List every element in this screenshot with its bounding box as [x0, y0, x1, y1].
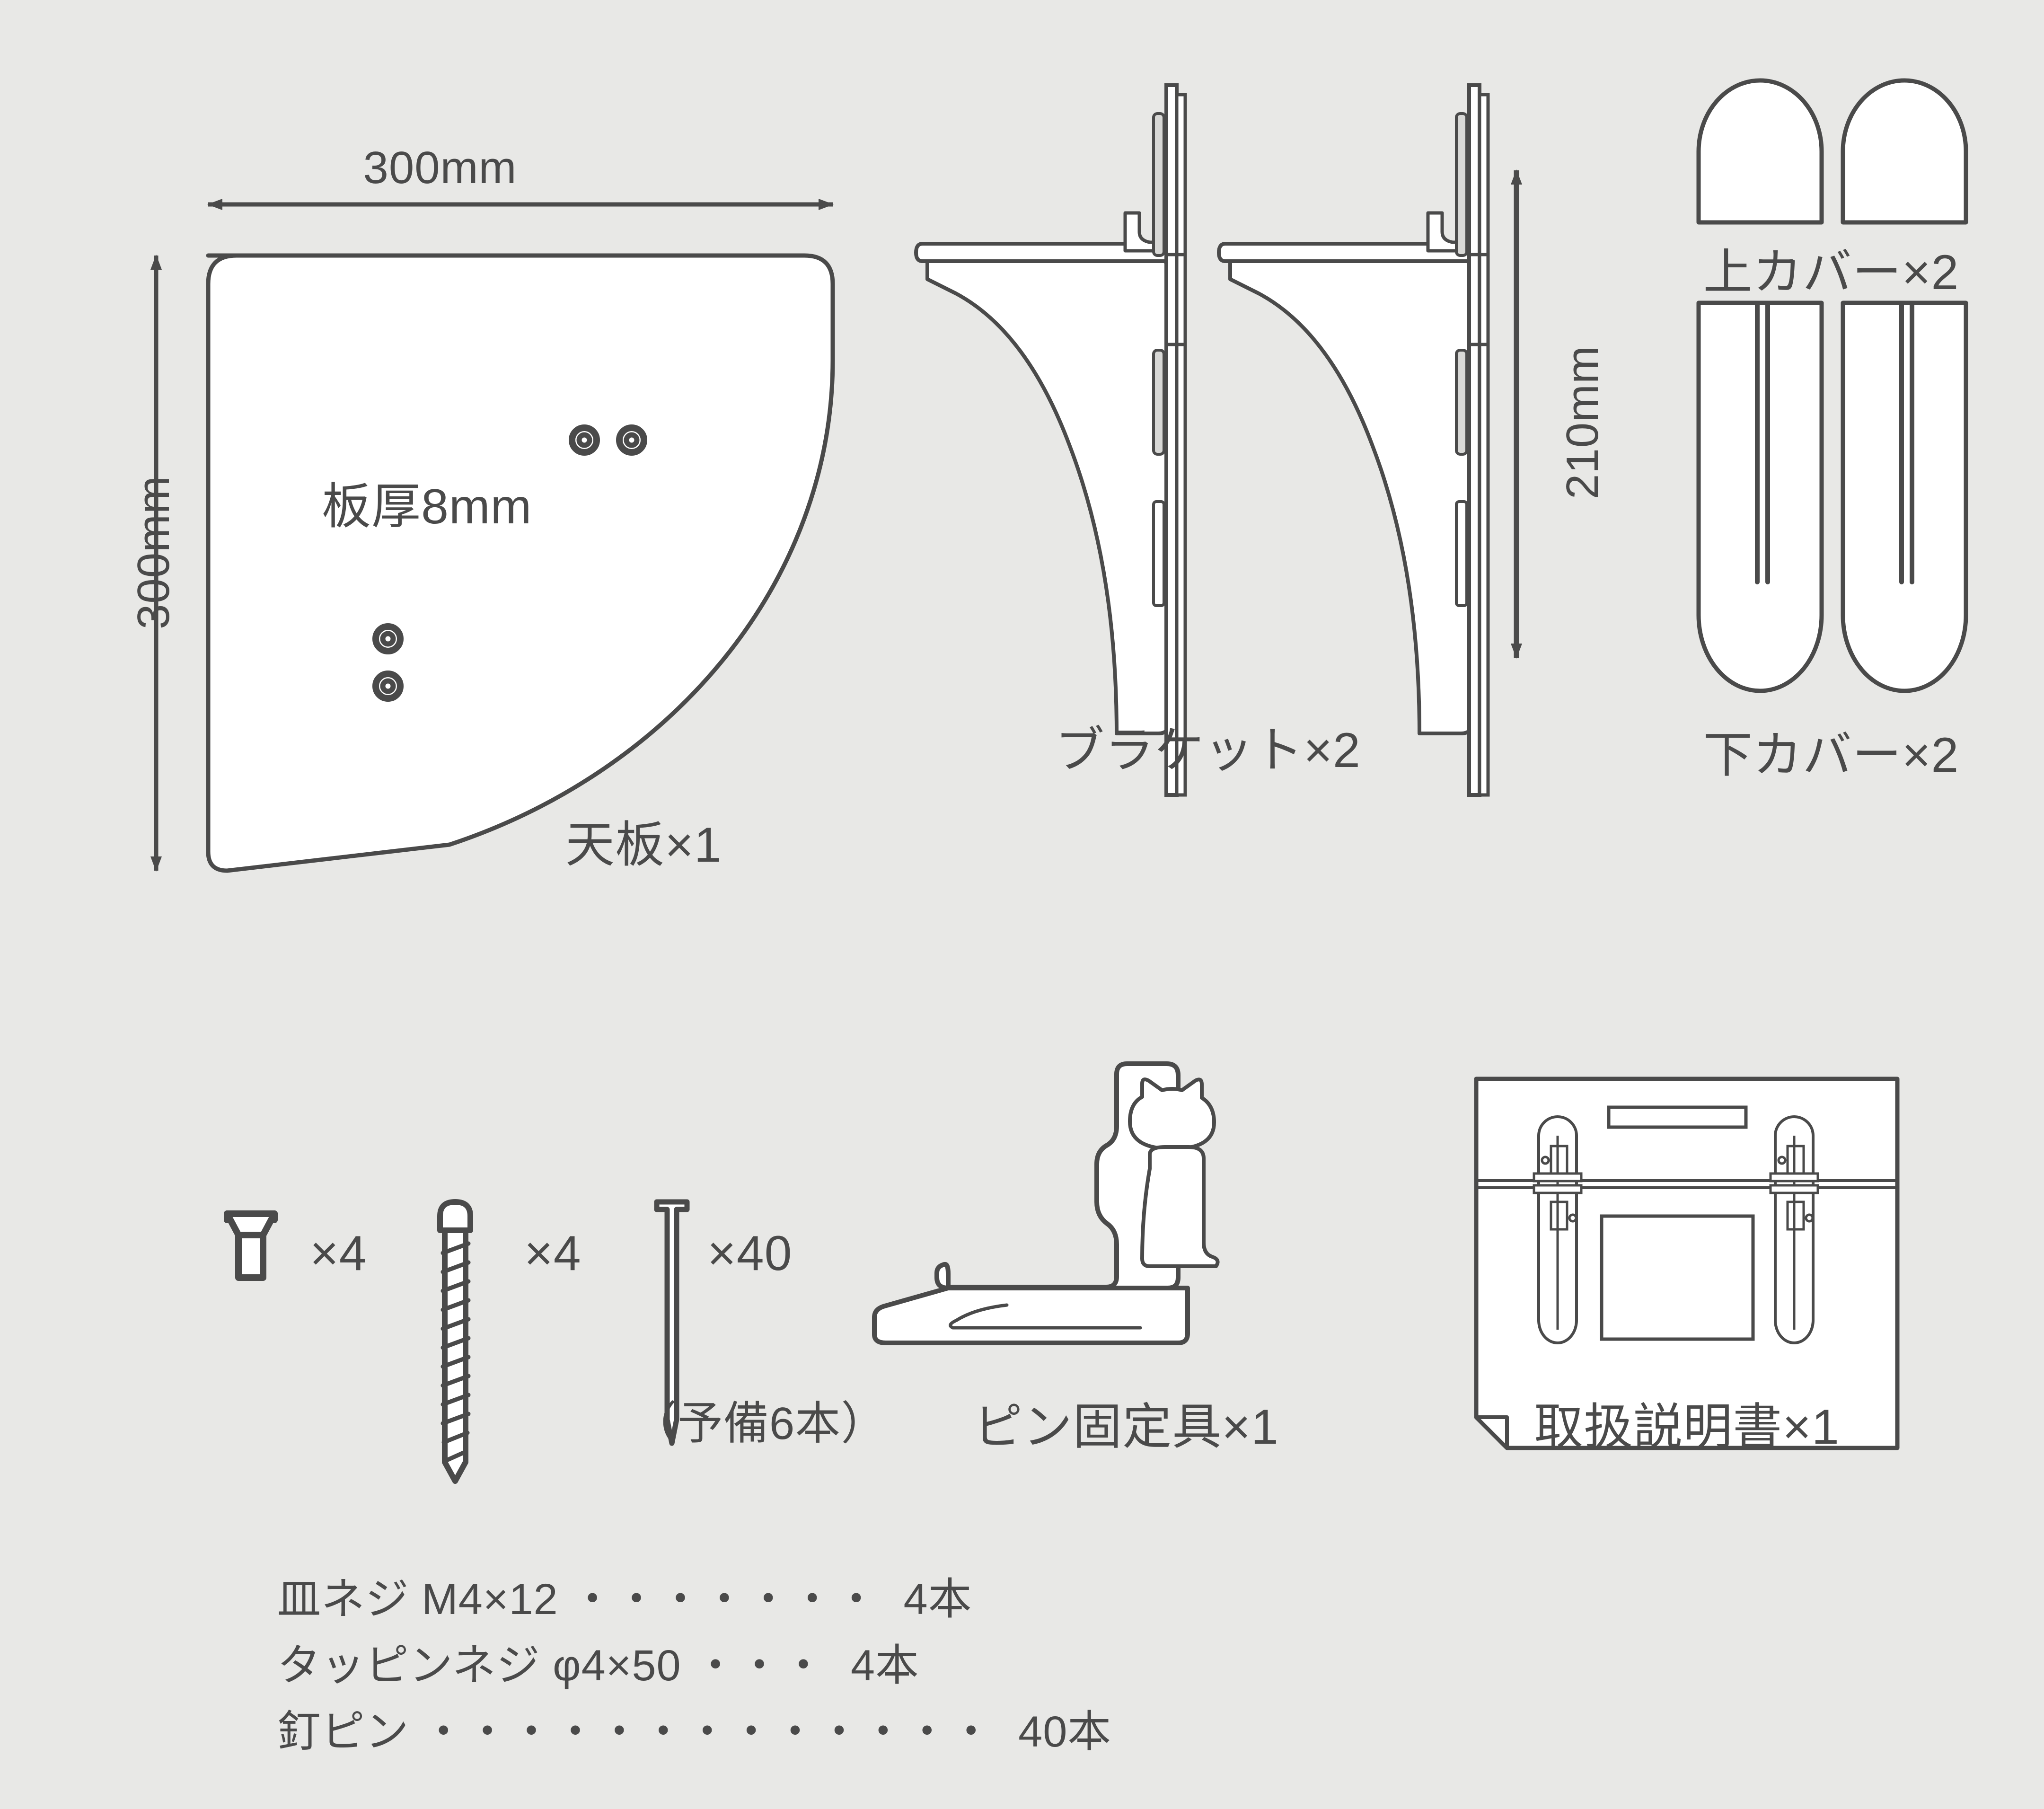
pin-tool-part-label: ピン固定具×1	[973, 1400, 1279, 1455]
parts-list-name: 皿ネジ M4×12	[277, 1575, 558, 1624]
shelf-board-group	[150, 199, 835, 873]
countersunk-screw-count-label: ×4	[310, 1226, 367, 1281]
bracket-right	[1217, 83, 1490, 797]
bracket-part-label: ブラケット×2	[1055, 723, 1361, 778]
cat-pin-tool-icon	[872, 1061, 1220, 1345]
shelf-thickness-label: 板厚8mm	[322, 479, 532, 534]
parts-list-qty: 40本	[1018, 1708, 1112, 1756]
upper-cover-left	[1696, 78, 1824, 225]
parts-list-leader: ・・・・・・・	[571, 1575, 879, 1624]
tapping-screw-count-label: ×4	[524, 1226, 581, 1281]
manual-part-label: 取扱説明書×1	[1534, 1400, 1840, 1455]
upper-cover-right	[1841, 78, 1968, 225]
upper-cover-part-label: 上カバー×2	[1703, 245, 1959, 300]
shelf-width-dimension-label: 300mm	[363, 142, 517, 193]
lower-cover-left	[1696, 300, 1824, 693]
instruction-manual-icon	[1474, 1077, 1900, 1450]
shelf-screw-hole	[372, 671, 404, 702]
shelf-screw-hole	[569, 424, 600, 456]
shelf-board-outline	[206, 253, 835, 873]
bracket-height-dimension-label: 210mm	[1557, 345, 1608, 499]
nail-pin-icon	[654, 1199, 690, 1446]
parts-list-name: タッピンネジ φ4×50	[277, 1641, 681, 1690]
nail-pin-spare-note: （予備6本）	[632, 1398, 887, 1449]
countersunk-screw-icon	[224, 1210, 278, 1281]
parts-list-leader: ・・・	[694, 1641, 826, 1690]
lower-cover-right	[1841, 300, 1968, 693]
parts-list-qty: 4本	[903, 1575, 972, 1624]
shelf-height-dimension-label: 300mm	[128, 476, 179, 629]
parts-list-row: 釘ピン ・・・・・・・・・・・・・ 40本	[227, 1647, 1111, 1809]
parts-list-row: タッピンネジ φ4×50 ・・・ 4本	[227, 1580, 919, 1743]
nail-pin-count-label: ×40	[707, 1226, 793, 1281]
tapping-screw-icon	[437, 1199, 473, 1484]
parts-list-qty: 4本	[850, 1641, 919, 1690]
parts-list-name: 釘ピン	[277, 1708, 409, 1756]
bracket-left	[914, 83, 1187, 797]
parts-list-row: 皿ネジ M4×12 ・・・・・・・ 4本	[227, 1514, 972, 1677]
shelf-screw-hole	[616, 424, 647, 456]
shelf-part-label: 天板×1	[565, 818, 722, 873]
shelf-screw-hole	[372, 623, 404, 654]
parts-list-leader: ・・・・・・・・・・・・・	[422, 1708, 994, 1756]
lower-cover-part-label: 下カバー×2	[1703, 728, 1959, 783]
